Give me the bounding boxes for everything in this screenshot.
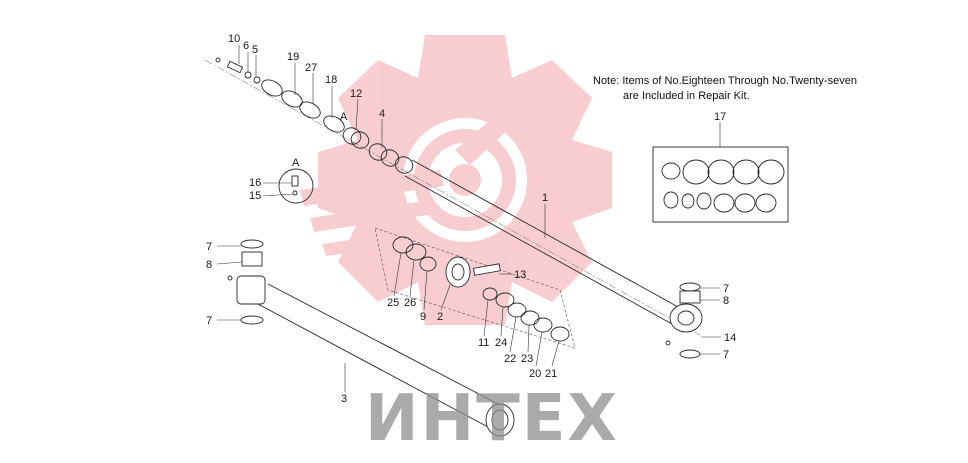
ring-part-7-d bbox=[679, 349, 701, 359]
callout-27: 27 bbox=[305, 62, 317, 74]
tube-head bbox=[236, 275, 266, 305]
detail-a bbox=[278, 168, 314, 204]
callout-a-top: A bbox=[340, 111, 348, 123]
ring-part-21 bbox=[550, 326, 570, 342]
ring-part-11 bbox=[482, 287, 498, 301]
tube-end bbox=[485, 403, 515, 437]
leader-lines bbox=[216, 45, 721, 392]
callout-12: 12 bbox=[350, 88, 362, 100]
ring-part-7-c bbox=[679, 282, 701, 292]
ring-part-7-a bbox=[240, 239, 264, 249]
ball-part-15 bbox=[292, 190, 298, 196]
callout-17: 17 bbox=[714, 111, 726, 123]
callout-6: 6 bbox=[243, 40, 249, 52]
grease-nipple-part-14 bbox=[665, 340, 671, 346]
callout-labels: 10 6 5 19 27 18 12 A 4 1 A 16 15 7 8 7 1… bbox=[206, 33, 736, 405]
callout-7-c: 7 bbox=[723, 283, 729, 295]
callout-10: 10 bbox=[228, 33, 240, 45]
callout-18: 18 bbox=[325, 74, 337, 86]
bolt-part-10 bbox=[215, 57, 244, 74]
screw-part-13 bbox=[472, 263, 501, 276]
callout-13: 13 bbox=[514, 269, 526, 281]
ring-part-24 bbox=[495, 292, 515, 308]
callout-2: 2 bbox=[437, 311, 443, 323]
watermark-wrench-icon bbox=[455, 95, 532, 165]
upper-centerline bbox=[204, 59, 701, 336]
washer-part-6 bbox=[244, 71, 252, 79]
callout-15: 15 bbox=[249, 190, 261, 202]
callout-4: 4 bbox=[379, 108, 385, 120]
cylinder-tube-part-3 bbox=[227, 239, 515, 437]
ring-part-22 bbox=[507, 302, 527, 318]
callout-5: 5 bbox=[252, 44, 258, 56]
callout-20: 20 bbox=[529, 368, 541, 380]
callout-a-detail: A bbox=[292, 157, 300, 169]
callout-11: 11 bbox=[478, 337, 489, 349]
ring-part-26 bbox=[405, 243, 427, 261]
gland-part-12 bbox=[342, 127, 362, 145]
upper-cylinder-assembly bbox=[204, 57, 703, 359]
repair-kit-box bbox=[652, 146, 789, 223]
callout-14: 14 bbox=[724, 332, 736, 344]
watermark-gear-logo bbox=[300, 35, 612, 325]
piston-seal-group bbox=[374, 227, 576, 349]
callout-25: 25 bbox=[387, 297, 399, 309]
ring-part-25 bbox=[392, 236, 414, 254]
callout-22: 22 bbox=[504, 353, 516, 365]
callout-7-a: 7 bbox=[206, 241, 212, 253]
watermark-wordmark: ИНТЕХ bbox=[365, 382, 619, 456]
callout-9: 9 bbox=[420, 311, 426, 323]
callout-8-b: 8 bbox=[723, 295, 729, 307]
callout-16: 16 bbox=[249, 177, 261, 189]
callout-26: 26 bbox=[404, 297, 416, 309]
note-line-2: are Included in Repair Kit. bbox=[623, 90, 750, 102]
check-valve-part-16 bbox=[291, 175, 299, 187]
callout-1: 1 bbox=[542, 192, 548, 204]
ring-part-27 bbox=[299, 101, 321, 119]
ring-part-23 bbox=[520, 310, 540, 326]
rod-eye bbox=[669, 303, 703, 333]
callout-19: 19 bbox=[287, 51, 299, 63]
bushing-part-8-a bbox=[241, 251, 263, 267]
ring-part-19a bbox=[261, 79, 283, 97]
ring-part-19b bbox=[281, 90, 303, 108]
ring-part-20 bbox=[533, 317, 553, 333]
bushing-part-8-b bbox=[679, 290, 701, 304]
callout-3: 3 bbox=[341, 393, 347, 405]
callout-8-a: 8 bbox=[206, 259, 212, 271]
callout-21: 21 bbox=[545, 368, 557, 380]
callout-23: 23 bbox=[521, 353, 533, 365]
callout-7-d: 7 bbox=[723, 349, 729, 361]
callout-7-b: 7 bbox=[206, 315, 212, 327]
detail-a-circle bbox=[278, 168, 314, 204]
washer-part-5 bbox=[253, 76, 261, 84]
ring-part-18 bbox=[323, 115, 345, 133]
piston-rod-part-1 bbox=[404, 159, 703, 333]
note-line-1: Note: Items of No.Eighteen Through No.Tw… bbox=[593, 75, 857, 87]
watermark-gear-core bbox=[449, 164, 481, 196]
repair-kit-frame bbox=[652, 146, 789, 223]
watermark-stripes bbox=[300, 170, 444, 256]
piston-part-2 bbox=[445, 256, 471, 288]
ring-part-9 bbox=[419, 256, 437, 272]
callout-24: 24 bbox=[495, 337, 507, 349]
ring-part-7-b bbox=[240, 315, 264, 325]
